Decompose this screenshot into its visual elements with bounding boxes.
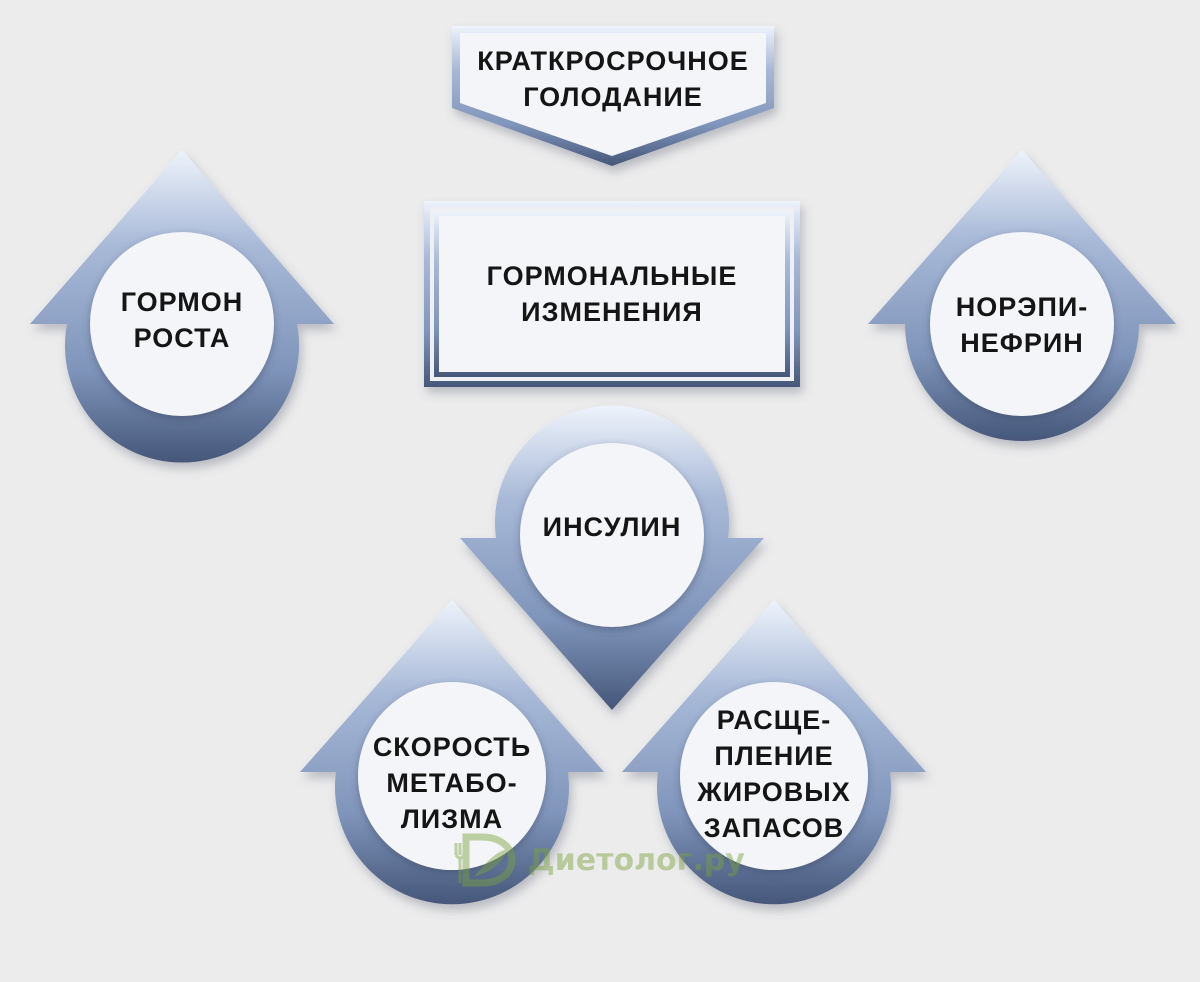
fat-breakdown-line-3: ЖИРОВЫХ — [697, 777, 851, 807]
metabolic-rate-line-2: МЕТАБО- — [386, 768, 518, 798]
metabolic-rate-line-3: ЛИЗМА — [400, 804, 504, 834]
metabolic-rate-line-1: СКОРОСТЬ — [372, 732, 532, 762]
fat-breakdown-label: РАСЩЕ- ПЛЕНИЕ ЖИРОВЫХ ЗАПАСОВ — [684, 702, 864, 846]
center-node-line-2: ИЗМЕНЕНИЯ — [521, 297, 703, 327]
growth-hormone-arrow — [30, 150, 334, 463]
norepinephrine-line-1: НОРЭПИ- — [955, 292, 1089, 322]
norepinephrine-line-2: НЕФРИН — [960, 328, 1084, 358]
fat-breakdown-line-1: РАСЩЕ- — [716, 705, 832, 735]
insulin-arrow — [460, 405, 764, 710]
center-node-line-1: ГОРМОНАЛЬНЫЕ — [486, 261, 738, 291]
insulin-line-1: ИНСУЛИН — [542, 512, 682, 542]
fat-breakdown-line-4: ЗАПАСОВ — [703, 813, 845, 843]
watermark: Диетолог.ру — [452, 830, 772, 890]
fat-breakdown-arrow — [622, 600, 926, 905]
metabolic-rate-label: СКОРОСТЬ МЕТАБО- ЛИЗМА — [362, 724, 542, 842]
center-node-shape — [424, 201, 800, 387]
metabolic-rate-arrow — [300, 600, 604, 905]
start-node-shape — [452, 26, 774, 166]
start-node-line-1: КРАТКРОСРОЧНОЕ — [477, 46, 749, 76]
growth-hormone-line-2: РОСТА — [133, 323, 231, 353]
watermark-logo-icon — [454, 833, 516, 887]
norepinephrine-label: НОРЭПИ- НЕФРИН — [932, 270, 1112, 380]
fat-breakdown-line-2: ПЛЕНИЕ — [714, 741, 834, 771]
center-node-label: ГОРМОНАЛЬНЫЕ ИЗМЕНЕНИЯ — [439, 216, 785, 372]
insulin-label: ИНСУЛИН — [522, 505, 702, 549]
growth-hormone-line-1: ГОРМОН — [120, 287, 244, 317]
watermark-text: Диетолог.ру — [528, 842, 745, 878]
norepinephrine-arrow — [868, 150, 1176, 441]
growth-hormone-label: ГОРМОН РОСТА — [92, 270, 272, 370]
start-node-label: КРАТКРОСРОЧНОЕ ГОЛОДАНИЕ — [452, 36, 774, 122]
start-node-line-2: ГОЛОДАНИЕ — [523, 82, 703, 112]
